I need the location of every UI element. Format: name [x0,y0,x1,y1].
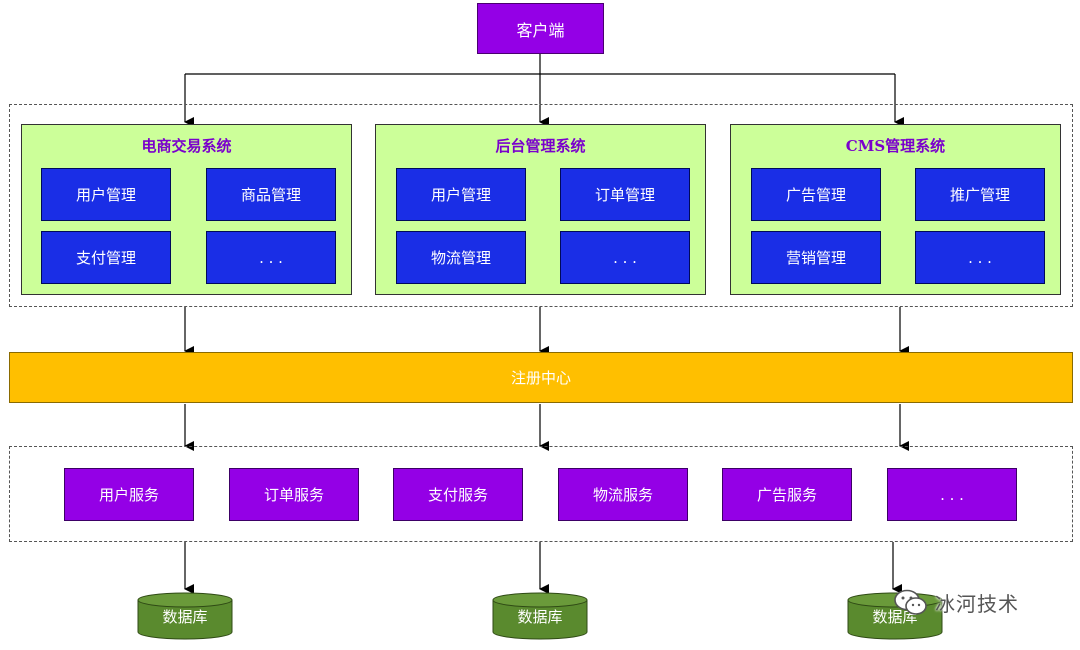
module-box: . . . [206,231,336,284]
registry-label: 注册中心 [510,369,571,387]
registry-center: 注册中心 [9,352,1073,403]
module-box: 用户管理 [41,168,171,221]
system-title: 电商交易系统 [141,137,232,155]
system-title: 后台管理系统 [495,137,586,155]
module-box: 支付管理 [41,231,171,284]
system-title: CMS管理系统 [845,137,946,155]
module-label: 用户管理 [430,186,491,204]
services-group [9,446,1073,542]
database-node: 数据库 [492,592,588,640]
service-label: 广告服务 [756,486,817,504]
system-cms: CMS管理系统 广告管理 推广管理 营销管理 . . . [730,124,1061,295]
service-label: 用户服务 [98,486,159,504]
module-box: 商品管理 [206,168,336,221]
service-label: 支付服务 [427,486,488,504]
module-label: 订单管理 [594,186,655,204]
system-ecommerce: 电商交易系统 用户管理 商品管理 支付管理 . . . [21,124,352,295]
module-label: 物流管理 [430,249,491,267]
service-box: 广告服务 [722,468,852,521]
module-label: . . . [259,248,283,267]
database-label: 数据库 [162,608,208,626]
client-label: 客户端 [516,20,565,40]
module-label: 支付管理 [75,249,136,267]
module-box: . . . [560,231,690,284]
module-label: . . . [968,248,992,267]
service-box: 订单服务 [229,468,359,521]
database-cylinder-icon [492,592,588,640]
module-box: 物流管理 [396,231,526,284]
module-box: . . . [915,231,1045,284]
service-label: 订单服务 [263,486,324,504]
module-label: 商品管理 [240,186,301,204]
service-box: 支付服务 [393,468,523,521]
module-box: 广告管理 [751,168,881,221]
service-box: 物流服务 [558,468,688,521]
service-label: 物流服务 [592,486,653,504]
module-box: 营销管理 [751,231,881,284]
module-label: . . . [613,248,637,267]
watermark: 冰河技术 [893,587,1053,617]
database-cylinder-icon [137,592,233,640]
database-label: 数据库 [872,608,918,626]
module-box: 用户管理 [396,168,526,221]
database-label: 数据库 [517,608,563,626]
service-label: . . . [940,485,964,504]
client-node: 客户端 [477,3,604,54]
module-label: 营销管理 [785,249,846,267]
module-label: 广告管理 [785,186,846,204]
wechat-icon [893,589,929,615]
module-label: 用户管理 [75,186,136,204]
systems-group [9,104,1073,307]
database-node: 数据库 [137,592,233,640]
service-box: . . . [887,468,1017,521]
service-box: 用户服务 [64,468,194,521]
watermark-text: 冰河技术 [935,591,1019,616]
module-label: 推广管理 [949,186,1010,204]
system-backend: 后台管理系统 用户管理 订单管理 物流管理 . . . [375,124,706,295]
module-box: 订单管理 [560,168,690,221]
module-box: 推广管理 [915,168,1045,221]
